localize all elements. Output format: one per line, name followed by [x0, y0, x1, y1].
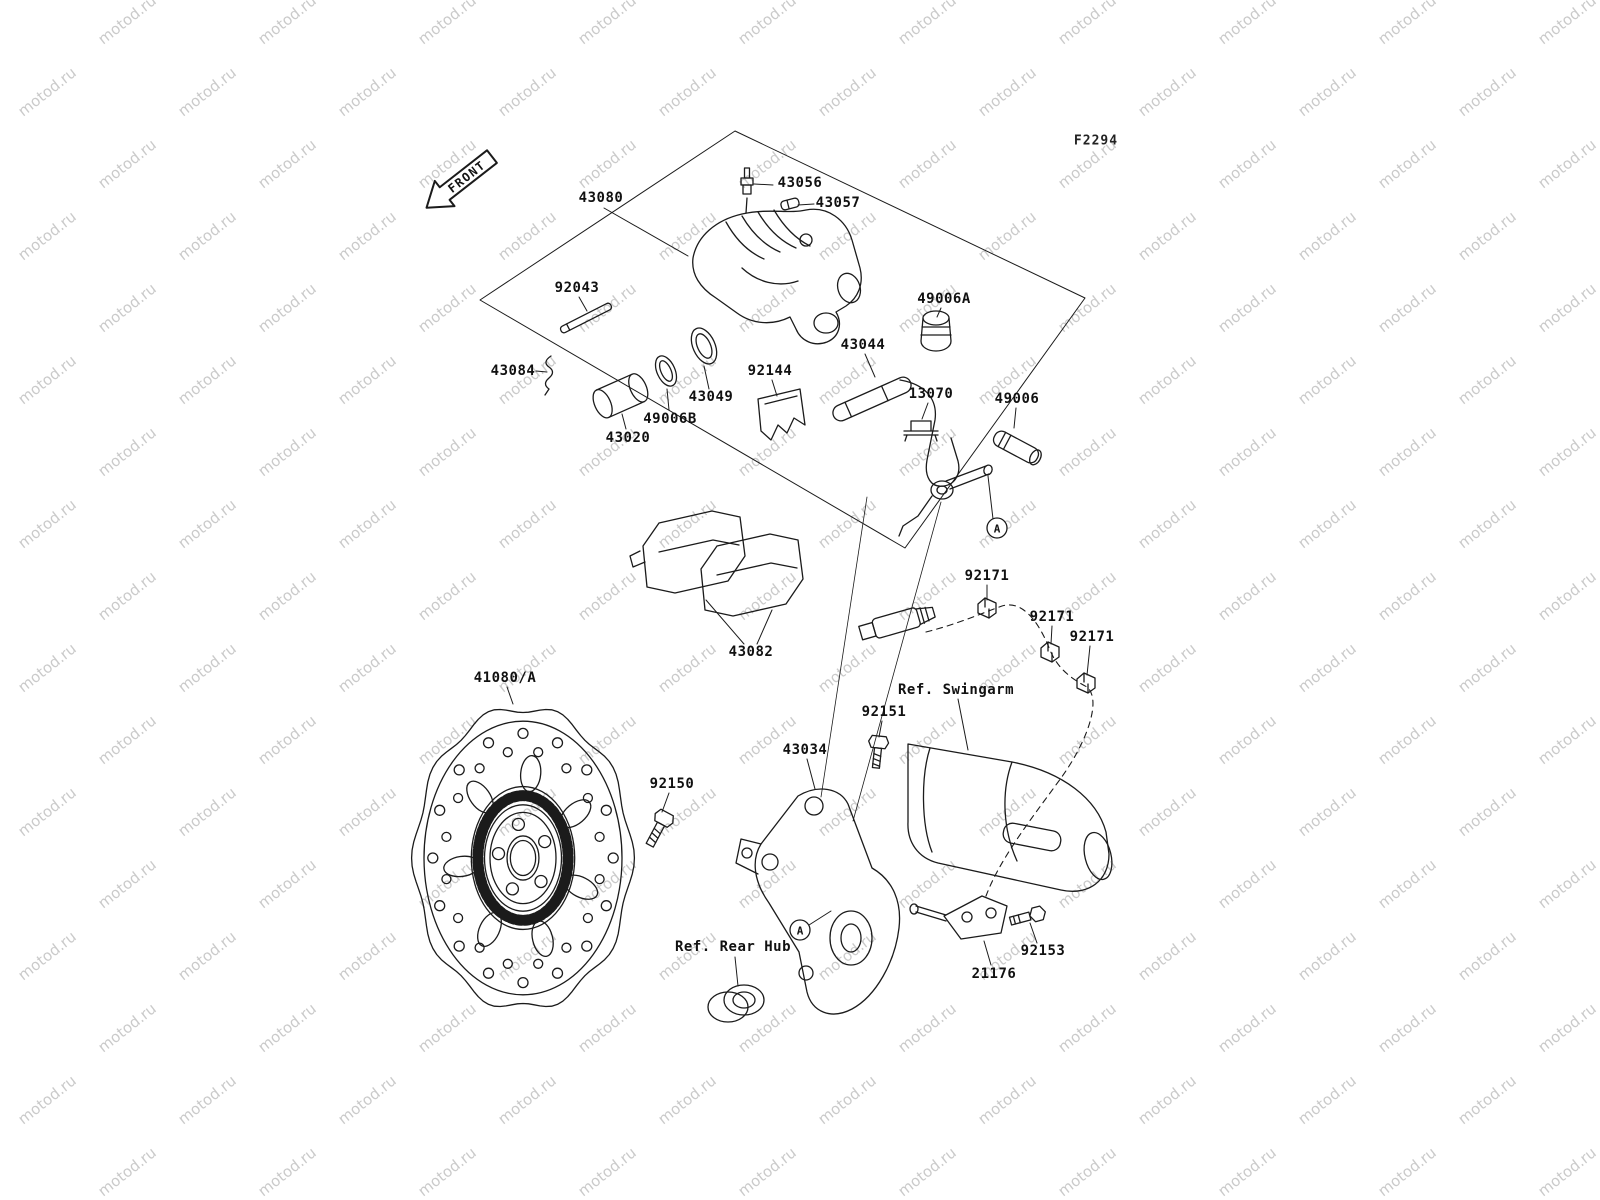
cable-clamps-92171 [977, 597, 1096, 694]
pad-spring-92144 [757, 388, 806, 441]
bleeder-43056 [740, 167, 754, 195]
cap-43057 [780, 197, 800, 211]
abs-sensor-92171 [858, 606, 936, 641]
callout-a-bottom: A [789, 919, 811, 941]
assembly-box [479, 130, 1086, 549]
clip-43084 [544, 355, 554, 396]
brake-disc-41080 [410, 708, 636, 1008]
bleeder-stem-line [745, 197, 748, 214]
seal-43049 [690, 327, 718, 365]
projection-lines [820, 496, 942, 822]
caliper-43080 [692, 208, 862, 345]
seal-49006b [654, 355, 678, 387]
callout-a-top: A [986, 517, 1008, 539]
brake-pads-43082 [629, 510, 804, 617]
bolt-92153 [1008, 905, 1046, 926]
sensor-bracket-21176 [909, 895, 1008, 940]
rear-hub-cap [707, 984, 765, 1023]
caliper-bracket-43034 [735, 788, 901, 1015]
stopper-13070 [903, 420, 939, 442]
sleeve-49006 [992, 430, 1042, 466]
piston-43020 [592, 373, 649, 419]
bolt-92151 [868, 734, 890, 769]
swingarm [907, 743, 1113, 892]
pin-92043 [559, 302, 613, 334]
sensor-cable [925, 604, 1094, 897]
front-arrow: FRONT [425, 149, 498, 209]
callout-a-top-letter: A [994, 523, 1001, 536]
boot-49006a [920, 310, 952, 352]
bolt-92150 [645, 808, 674, 848]
holder-43044 [832, 376, 993, 537]
leader-lines [506, 183, 1091, 987]
callout-a-bottom-letter: A [797, 925, 804, 938]
